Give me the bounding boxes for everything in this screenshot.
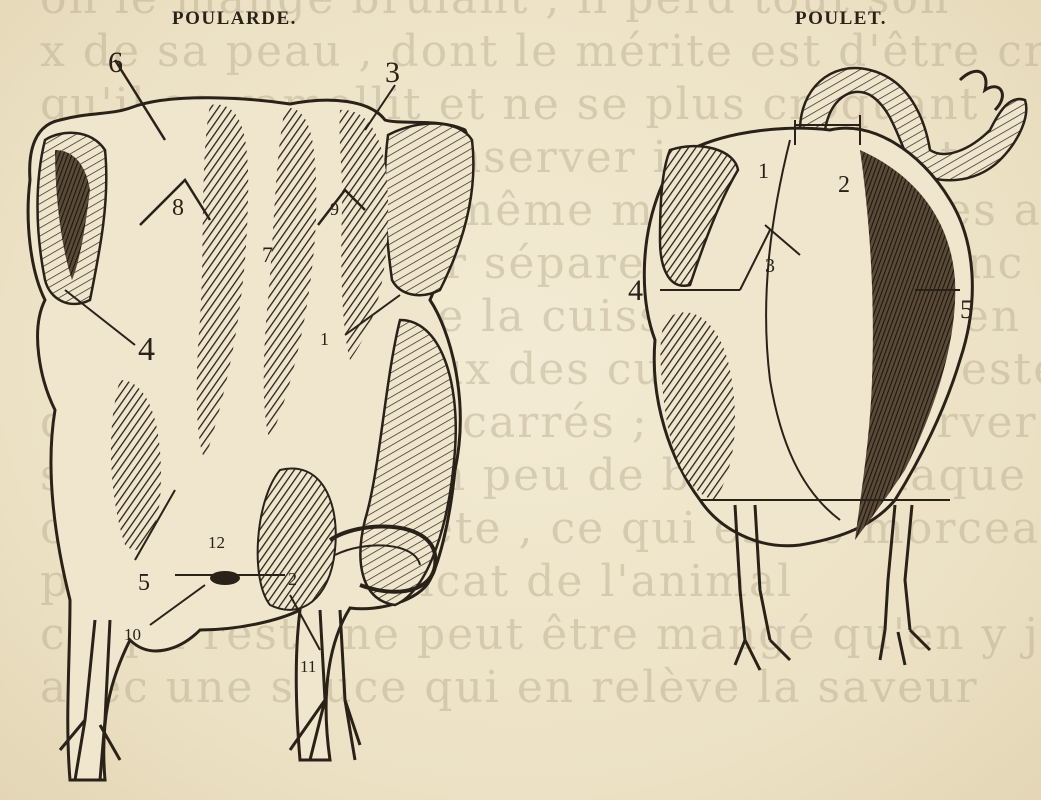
poularde-label-2: 2 (288, 569, 297, 589)
poulet-label-2: 2 (838, 172, 850, 198)
poularde-vent (210, 571, 240, 585)
poularde-label-3: 3 (385, 56, 400, 89)
poularde-label-5: 5 (138, 570, 150, 596)
poulet-figure: 1 2 3 4 5 (628, 68, 1026, 670)
poulet-label-3: 3 (765, 255, 775, 277)
poulet-label-4: 4 (628, 274, 643, 307)
poularde-label-9: 9 (330, 199, 339, 219)
poularde-label-6: 6 (108, 46, 123, 79)
poularde-label-12: 12 (208, 533, 225, 552)
poularde-label-11: 11 (300, 657, 316, 676)
poularde-label-7: 7 (262, 242, 273, 267)
poularde-label-10: 10 (124, 625, 141, 644)
poularde-figure: 6 3 8 9 7 4 1 12 5 2 10 11 (28, 46, 473, 780)
poulet-label-1: 1 (758, 158, 769, 183)
poularde-label-4: 4 (138, 331, 155, 368)
poularde-label-1: 1 (320, 329, 329, 349)
poulet-label-5: 5 (960, 295, 973, 324)
poulet-comb (960, 71, 1002, 110)
poularde-right-wing (385, 124, 474, 296)
poularde-label-8: 8 (172, 195, 184, 221)
poulet-right-leg (880, 505, 930, 665)
